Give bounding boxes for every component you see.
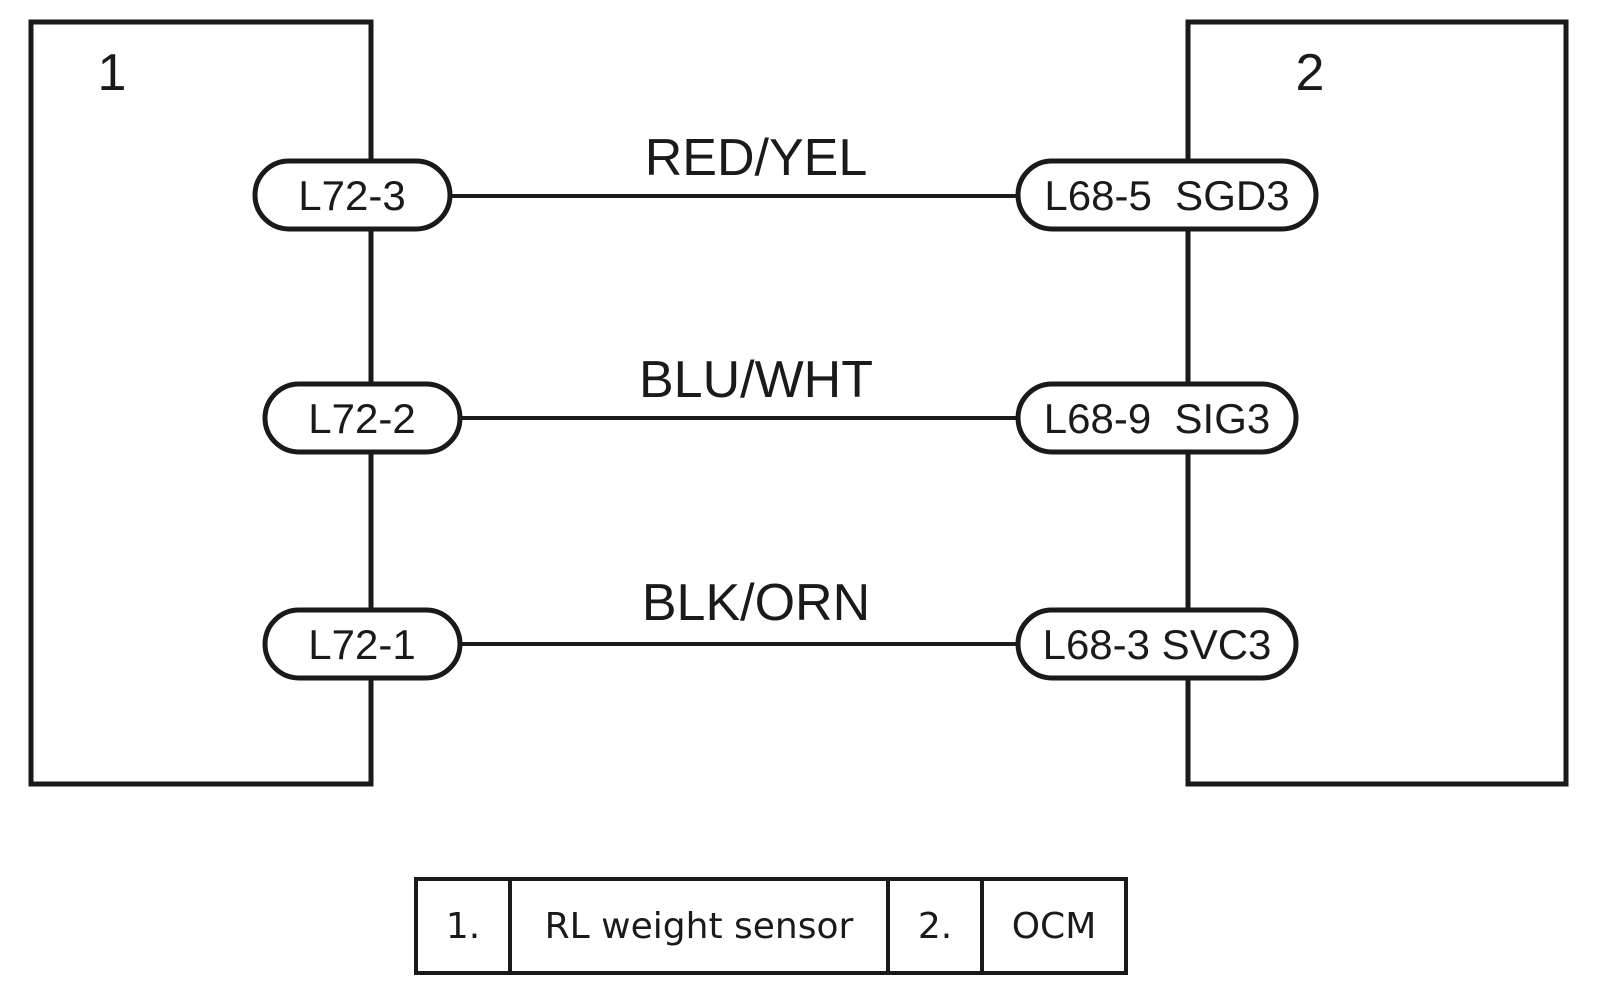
wire-3-from-connector bbox=[262, 607, 463, 681]
wire-1-from-connector bbox=[252, 158, 453, 232]
wire-3-color-label: BLK/ORN bbox=[642, 574, 870, 632]
wire-2-to-connector bbox=[1015, 381, 1299, 455]
legend-item-1-number: 1. bbox=[418, 881, 512, 971]
component-1-number: 1 bbox=[98, 44, 127, 102]
wire-3-to-connector bbox=[1015, 607, 1299, 681]
legend-item-2-number: 2. bbox=[890, 881, 984, 971]
legend-item-2-name: OCM bbox=[1011, 905, 1097, 947]
legend-table: 1. RL weight sensor 2. OCM bbox=[414, 877, 1128, 975]
wire-3-from-pin: L72-1 bbox=[308, 621, 415, 668]
legend-item-1-name: RL weight sensor bbox=[512, 881, 890, 971]
wire-1-to-pin: L68-5 SGD3 bbox=[1044, 172, 1289, 219]
wire-1-color-label: RED/YEL bbox=[645, 129, 868, 187]
wire-2-color-label: BLU/WHT bbox=[639, 351, 873, 409]
wire-1-from-pin: L72-3 bbox=[298, 172, 405, 219]
wire-2-from-connector bbox=[262, 381, 463, 455]
wire-2-to-pin: L68-9 SIG3 bbox=[1044, 395, 1270, 442]
component-2-number: 2 bbox=[1296, 44, 1325, 102]
wire-1-to-connector bbox=[1015, 158, 1319, 232]
wire-3-to-pin: L68-3 SVC3 bbox=[1043, 621, 1272, 668]
wire-2-from-pin: L72-2 bbox=[308, 395, 415, 442]
